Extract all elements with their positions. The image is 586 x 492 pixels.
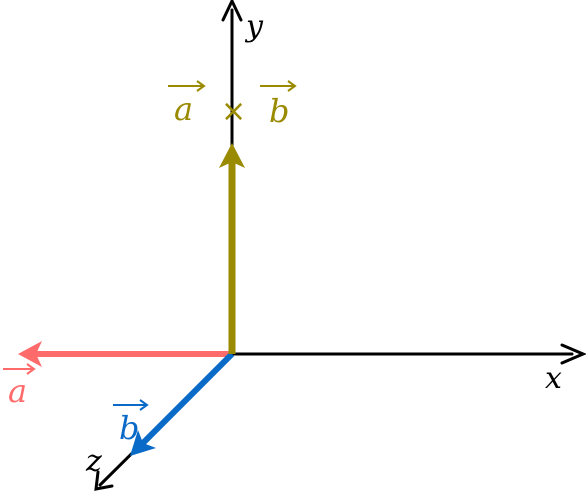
vector-a-cross-b-arrowhead (219, 143, 245, 168)
y-axis-label: y (244, 9, 264, 44)
label-cross-left-arrow-icon (168, 80, 206, 92)
label-vector-b: b (113, 399, 149, 447)
vector-b (130, 351, 235, 456)
z-axis-label: z (85, 444, 102, 479)
label-cross-left-letter: a (174, 90, 193, 128)
label-vector-a-arrow-icon (3, 363, 36, 375)
label-cross-product: a × b (168, 80, 297, 130)
vector-a-cross-b (219, 143, 245, 354)
label-vector-a: a (3, 363, 36, 410)
x-axis-arrowhead (560, 343, 586, 365)
vector-a-arrowhead (18, 341, 42, 367)
x-axis-label: x (545, 361, 562, 396)
label-cross-right-arrow-icon (260, 80, 297, 92)
label-cross-operator: × (221, 94, 246, 129)
label-vector-b-arrow-icon (113, 399, 149, 411)
label-vector-a-letter: a (8, 372, 27, 410)
label-cross-right-letter: b (269, 92, 289, 130)
label-vector-b-letter: b (119, 409, 139, 447)
vector-b-shaft (140, 351, 235, 446)
vector-b-arrowhead (130, 430, 156, 456)
z-axis-arrowhead (94, 470, 114, 491)
y-axis-arrowhead (221, 0, 243, 22)
vector-a (18, 341, 232, 367)
